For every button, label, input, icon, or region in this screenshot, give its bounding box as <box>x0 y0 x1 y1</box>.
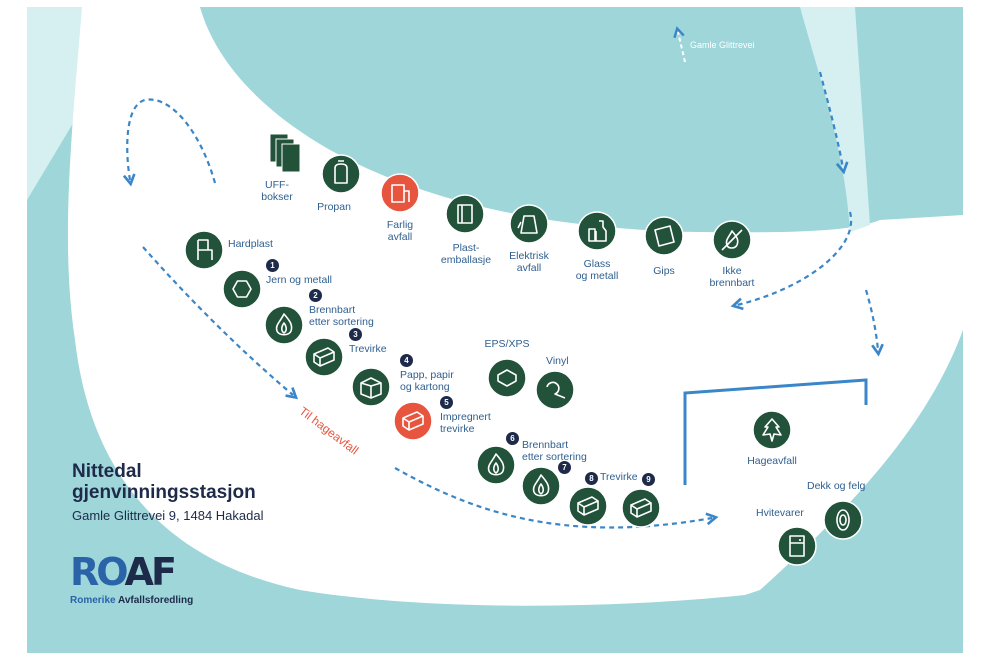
planks-icon <box>304 337 344 377</box>
plastic-pack-icon <box>445 194 485 234</box>
road-label: Gamle Glittrevei <box>690 40 755 50</box>
station-number: 6 <box>506 432 519 445</box>
plasterboard-icon <box>644 216 684 256</box>
address: Gamle Glittrevei 9, 1484 Hakadal <box>72 508 264 523</box>
station-label-gips: Gips <box>653 265 675 277</box>
hazard-can-icon <box>380 173 420 213</box>
no-fire-icon <box>712 220 752 260</box>
treated-wood-icon <box>393 401 433 441</box>
station-label-eps: EPS/XPS <box>484 338 530 350</box>
planks-icon <box>621 488 661 528</box>
station-label-trevirke-1: Trevirke <box>349 343 387 355</box>
gas-bottle-icon <box>321 154 361 194</box>
station-number: 9 <box>642 473 655 486</box>
flame-icon <box>521 466 561 506</box>
road-strip-right <box>800 7 870 232</box>
chair-icon <box>184 230 224 270</box>
fridge-icon <box>777 526 817 566</box>
station-label-dekk: Dekk og felg <box>807 480 866 492</box>
cardboard-box-icon <box>351 367 391 407</box>
station-label-hageavfall: Hageavfall <box>747 455 797 467</box>
logo-subtitle: Romerike Avfallsforedling <box>70 595 194 606</box>
roaf-logo: ROAF <box>70 550 177 594</box>
station-label-vinyl: Vinyl <box>546 355 569 367</box>
driving-arrows <box>122 71 884 529</box>
station-number: 1 <box>266 259 279 272</box>
station-label-trevirke-2: Trevirke <box>600 471 638 483</box>
station-label-jern: Jern og metall <box>266 274 332 286</box>
station-label-plast: Plast-emballasje <box>440 242 492 266</box>
planks-icon <box>568 486 608 526</box>
vinyl-roll-icon <box>535 370 575 410</box>
boxes-icon <box>269 133 301 173</box>
garden-enclosure <box>683 378 868 485</box>
tire-icon <box>823 500 863 540</box>
kettle-icon <box>509 204 549 244</box>
station-number: 2 <box>309 289 322 302</box>
road-arrow <box>673 26 686 63</box>
station-label-uff: UFF-bokser <box>261 179 293 203</box>
station-label-propan: Propan <box>317 201 351 213</box>
flame-icon <box>476 445 516 485</box>
flame-icon <box>264 305 304 345</box>
station-label-hardplast: Hardplast <box>228 238 273 250</box>
leaf-icon <box>752 410 792 450</box>
station-label-hvitevarer: Hvitevarer <box>756 507 804 519</box>
station-number: 7 <box>558 461 571 474</box>
eps-icon <box>487 358 527 398</box>
station-number: 5 <box>440 396 453 409</box>
station-number: 4 <box>400 354 413 367</box>
nut-icon <box>222 269 262 309</box>
bottles-icon <box>577 211 617 251</box>
road-strip-left <box>27 7 90 200</box>
station-number: 8 <box>585 472 598 485</box>
station-number: 3 <box>349 328 362 341</box>
